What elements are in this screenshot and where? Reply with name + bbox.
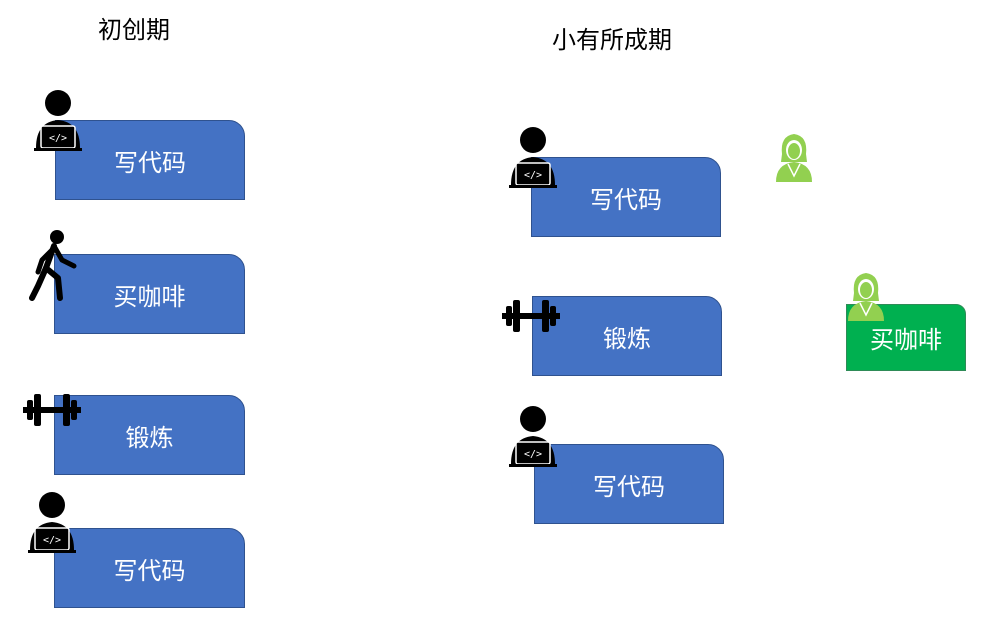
svg-text:</>: </>: [49, 133, 67, 144]
task-box-buy-coffee: 买咖啡: [54, 254, 245, 334]
assistant-icon: [774, 132, 814, 182]
task-box-write-code-1: 写代码: [55, 120, 245, 200]
task-box-write-code-2: 写代码: [54, 528, 245, 608]
dumbbell-icon: [23, 394, 81, 426]
task-label: 锻炼: [603, 324, 651, 353]
task-label: 写代码: [114, 148, 186, 177]
task-box-exercise: 锻炼: [54, 395, 245, 475]
task-label: 买咖啡: [870, 326, 942, 354]
task-label: 写代码: [113, 556, 186, 585]
task-box-exercise: 锻炼: [532, 296, 722, 376]
stage-early-title: 初创期: [98, 16, 170, 44]
dumbbell-icon: [502, 300, 560, 332]
task-box-write-code-2: 写代码: [534, 444, 724, 524]
walking-person-icon: [28, 228, 78, 302]
task-label: 写代码: [593, 472, 665, 501]
programmer-icon: </>: [32, 90, 84, 152]
svg-text:</>: </>: [524, 170, 542, 181]
task-label: 写代码: [590, 185, 662, 214]
programmer-icon: </>: [26, 492, 78, 554]
task-label: 买咖啡: [113, 282, 186, 311]
stage-growth-title: 小有所成期: [552, 26, 672, 54]
task-box-write-code-1: 写代码: [531, 157, 721, 237]
programmer-icon: </>: [507, 406, 559, 468]
svg-text:</>: </>: [43, 535, 61, 546]
task-label: 锻炼: [125, 423, 174, 452]
programmer-icon: </>: [507, 127, 559, 189]
assistant-icon: [846, 271, 886, 321]
svg-text:</>: </>: [524, 449, 542, 460]
